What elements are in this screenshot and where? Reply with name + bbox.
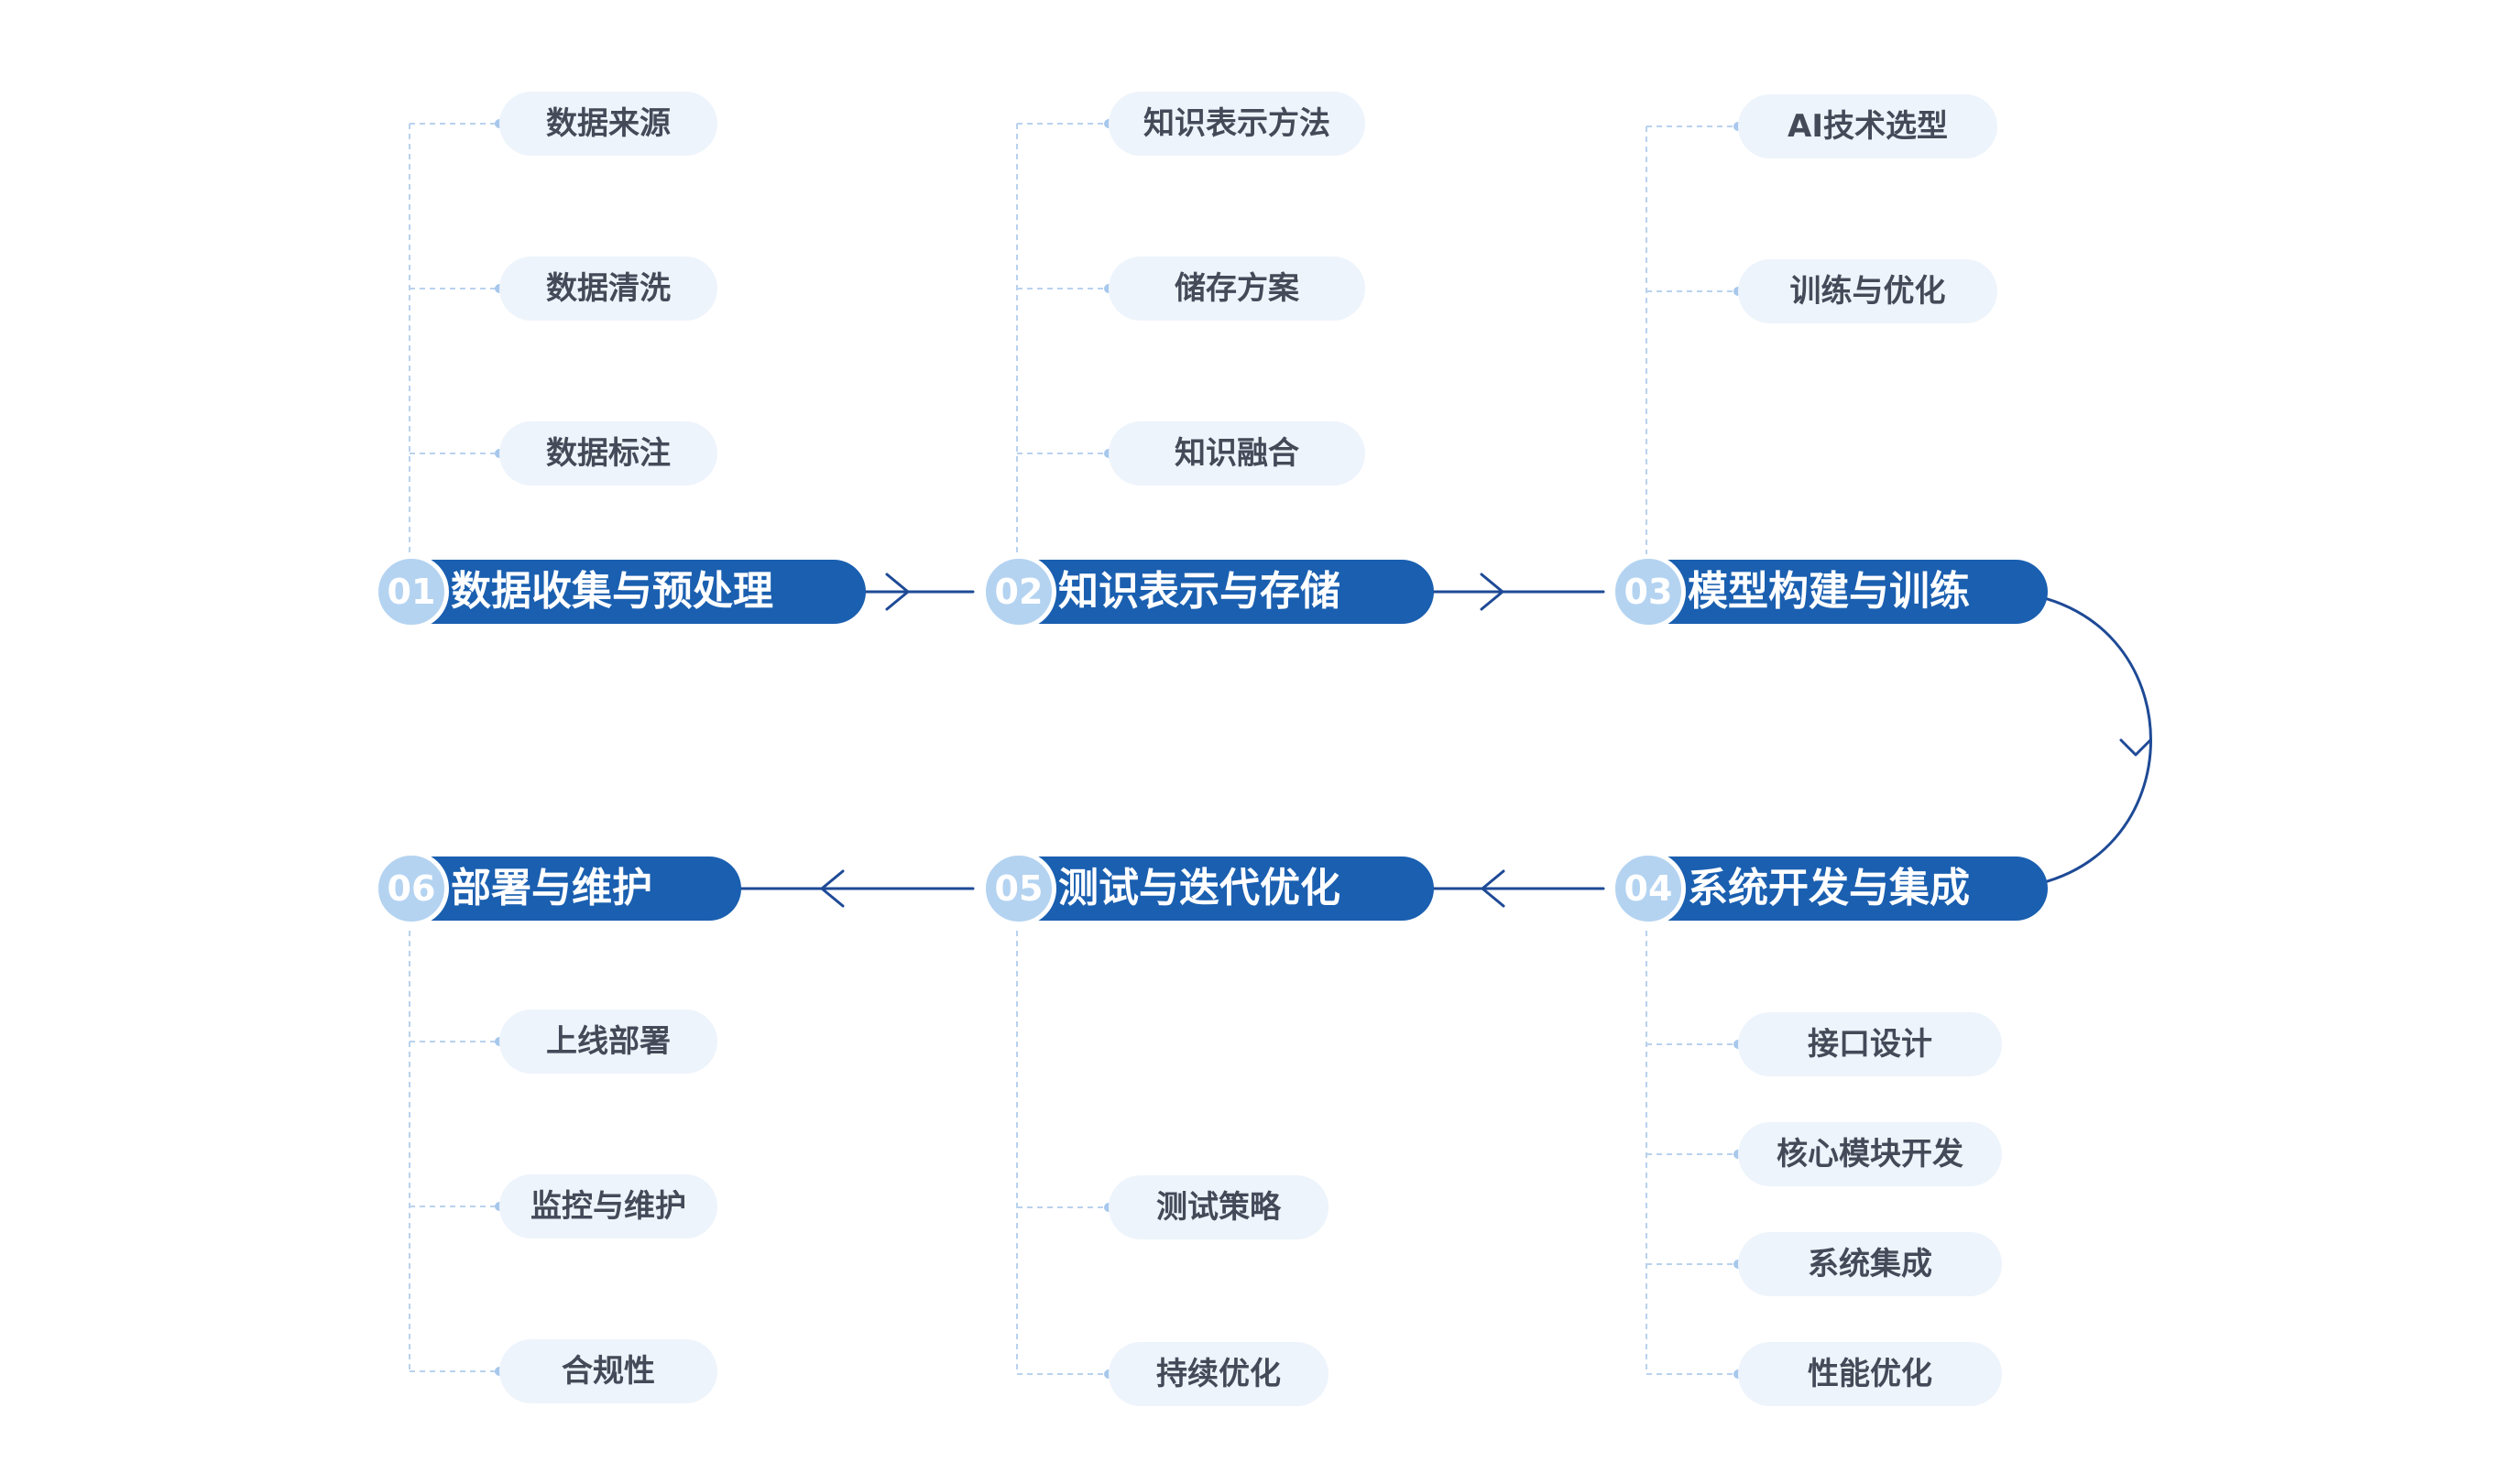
flow-curve-03-04 xyxy=(2005,590,2152,890)
step-item: 上线部署 xyxy=(499,1009,717,1074)
stage-bar-02 xyxy=(1022,560,1434,624)
step-item: 训练与优化 xyxy=(1738,259,1997,323)
stage-bar-06 xyxy=(415,857,741,921)
step-item: 测试策略 xyxy=(1109,1175,1329,1239)
stage-number-badge: 05 xyxy=(981,851,1056,926)
arrow-head-01-02 xyxy=(885,573,910,611)
step-item: 知识融合 xyxy=(1109,421,1365,486)
arrow-head-05-06 xyxy=(820,869,845,908)
step-item: 核心模块开发 xyxy=(1738,1122,2002,1186)
step-item: 知识表示方法 xyxy=(1109,92,1365,156)
step-item: 储存方案 xyxy=(1109,256,1365,321)
step-item: 性能优化 xyxy=(1738,1342,2002,1406)
step-item: 监控与维护 xyxy=(499,1174,717,1238)
stage-bar-03 xyxy=(1652,560,2048,624)
stage-title: 测试与迭代优化 xyxy=(1058,865,1340,911)
arrow-head-03-04 xyxy=(2119,738,2152,757)
stage-title: 系统开发与集成 xyxy=(1688,865,1970,911)
stage-number-badge: 04 xyxy=(1611,851,1686,926)
stage-title: 数据收集与预处理 xyxy=(451,568,773,615)
stage-title: 知识表示与存储 xyxy=(1058,568,1340,615)
stage-number-badge: 01 xyxy=(374,554,449,629)
step-item: AI技术选型 xyxy=(1738,94,1997,158)
stage-number-badge: 03 xyxy=(1611,554,1686,629)
arrow-head-04-05 xyxy=(1481,869,1505,908)
step-item: 系统集成 xyxy=(1738,1232,2002,1296)
step-item: 数据标注 xyxy=(499,421,717,486)
step-item: 持续优化 xyxy=(1109,1342,1329,1406)
stage-number-badge: 02 xyxy=(981,554,1056,629)
step-item: 数据清洗 xyxy=(499,256,717,321)
stage-number-badge: 06 xyxy=(374,851,449,926)
arrow-head-02-03 xyxy=(1480,573,1504,611)
stage-bar-01 xyxy=(415,560,866,624)
step-item: 接口设计 xyxy=(1738,1012,2002,1076)
stage-title: 模型构建与训练 xyxy=(1688,568,1970,615)
stage-title: 部署与维护 xyxy=(451,865,652,911)
step-item: 合规性 xyxy=(499,1339,717,1403)
step-item: 数据来源 xyxy=(499,92,717,156)
stage-bar-04 xyxy=(1652,857,2048,921)
stage-bar-05 xyxy=(1022,857,1434,921)
